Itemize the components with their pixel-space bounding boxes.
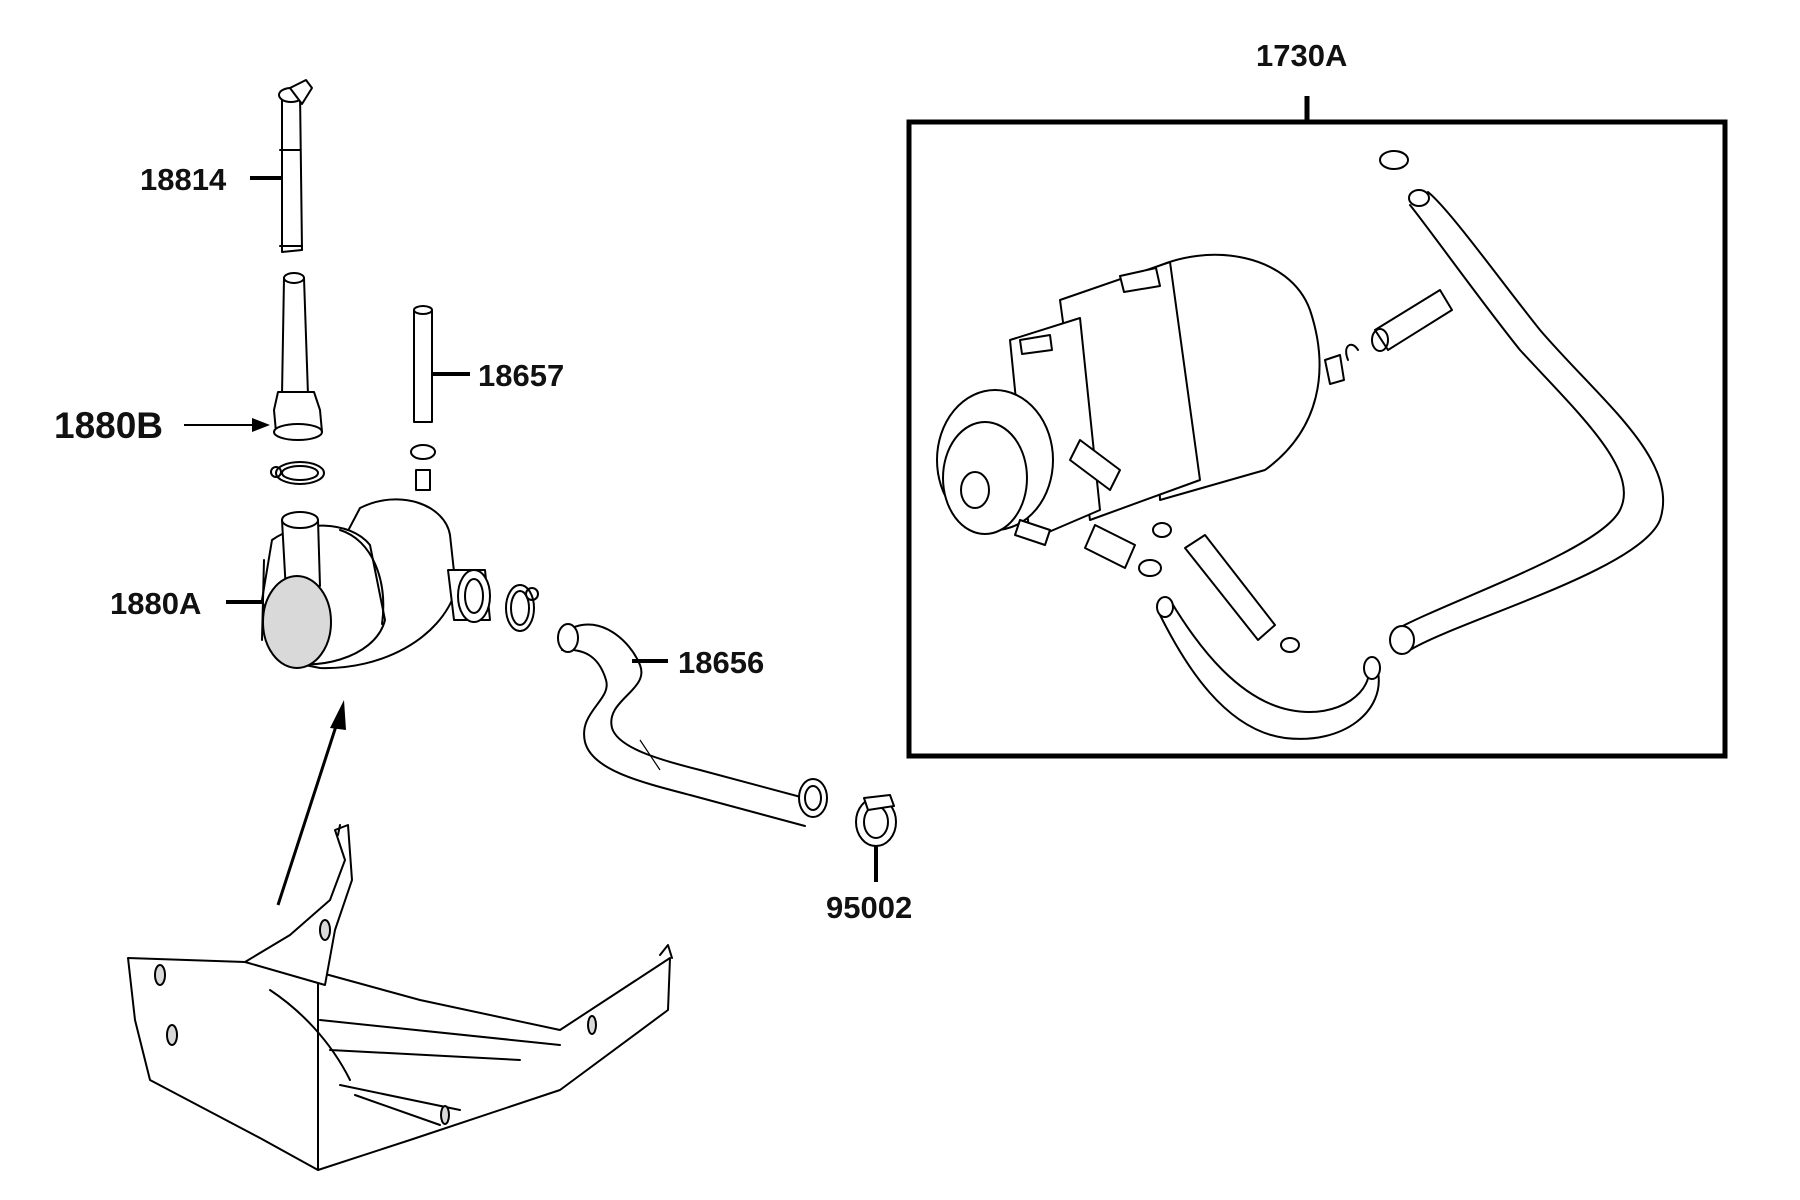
label-1730A: 1730A <box>1256 38 1347 73</box>
part-1880A-valve <box>261 498 491 670</box>
part-1730A-hoses <box>1138 150 1665 740</box>
belly-pan-assembly <box>127 824 673 1171</box>
clip-ring-upper <box>270 461 325 485</box>
label-18656: 18656 <box>678 645 764 680</box>
label-18814: 18814 <box>140 162 227 197</box>
part-18657-tube <box>410 305 436 491</box>
part-95002-clamp <box>855 794 897 847</box>
part-1730A-box <box>906 96 1728 759</box>
part-1880B-fitting <box>273 272 323 441</box>
label-95002: 95002 <box>826 890 912 925</box>
clip-valve-outlet <box>505 584 539 632</box>
label-1880A: 1880A <box>110 586 201 621</box>
label-18657: 18657 <box>478 358 564 393</box>
part-1730A-filter <box>936 253 1345 569</box>
part-18814-tube-upper <box>278 79 313 253</box>
reference-arrow <box>276 700 346 906</box>
label-1880B: 1880B <box>54 405 163 446</box>
part-18656-hose <box>557 623 828 827</box>
arrowhead-1880B <box>252 418 270 432</box>
